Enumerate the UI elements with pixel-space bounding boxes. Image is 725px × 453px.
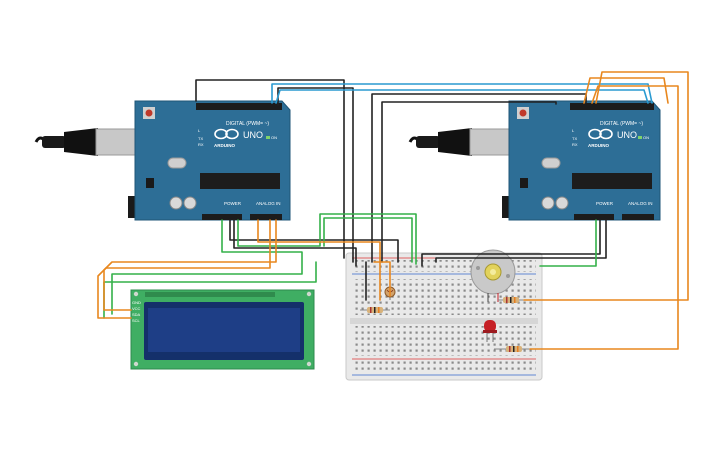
tx-label: TX — [572, 136, 577, 141]
lcd-pin-vcc: VCC — [132, 306, 141, 311]
wire-orange[interactable] — [583, 77, 669, 104]
analog-header — [622, 214, 654, 220]
analog-label: ANALOG IN — [256, 201, 281, 206]
arduino-logo-icon — [214, 128, 239, 140]
rx-label: RX — [198, 142, 204, 147]
capacitor-icon — [169, 196, 183, 210]
l-led-label: L — [572, 128, 575, 133]
capacitor-icon — [555, 196, 569, 210]
wire-orange[interactable] — [529, 85, 679, 350]
on-led — [266, 136, 270, 139]
wire-green[interactable] — [111, 219, 303, 315]
wire-black[interactable] — [435, 219, 607, 263]
wire-black[interactable] — [195, 79, 345, 259]
resistor-3[interactable] — [494, 346, 530, 352]
wire-black[interactable] — [371, 93, 587, 263]
wire-orange[interactable] — [373, 261, 391, 297]
usb-plug — [416, 136, 440, 148]
lcd-module[interactable]: GND VCC SDA SCL — [130, 289, 315, 370]
wire-blue[interactable] — [275, 89, 649, 104]
wire-black[interactable] — [229, 219, 399, 263]
power-header — [202, 214, 242, 220]
usb-plug — [42, 136, 66, 148]
rx-label: RX — [572, 142, 578, 147]
capacitor-icon — [541, 196, 555, 210]
wire-blue[interactable] — [271, 83, 653, 104]
microcontroller-chip — [572, 173, 652, 189]
tx-label: TX — [198, 136, 203, 141]
l-led-label: L — [198, 128, 201, 133]
wires — [97, 71, 689, 350]
reset-button[interactable] — [519, 109, 527, 117]
digital-header — [570, 103, 654, 110]
lcd-pin-scl: SCL — [132, 318, 141, 323]
digital-header — [196, 103, 282, 110]
analog-label: ANALOG IN — [628, 201, 653, 206]
led-red[interactable] — [483, 320, 497, 342]
capacitor-icon — [183, 196, 197, 210]
usb-connector-icon — [469, 128, 515, 156]
power-label: POWER — [224, 201, 242, 206]
lcd-pin-sda: SDA — [132, 312, 141, 317]
wire-orange[interactable] — [257, 219, 381, 301]
microcontroller-chip — [200, 173, 280, 189]
power-header — [574, 214, 614, 220]
model-label: UNO — [617, 130, 637, 140]
on-label: ON — [271, 135, 277, 140]
crystal-icon — [541, 157, 561, 169]
wire-black[interactable] — [381, 101, 557, 263]
power-label: POWER — [596, 201, 614, 206]
reset-button[interactable] — [145, 109, 153, 117]
wire-green[interactable] — [323, 217, 413, 263]
dc-motor[interactable] — [470, 249, 516, 302]
wire-orange[interactable] — [97, 219, 271, 319]
resistor-2[interactable] — [498, 297, 525, 303]
wire-orange[interactable] — [523, 71, 689, 301]
wire-black[interactable] — [421, 219, 601, 267]
on-label: ON — [643, 135, 649, 140]
model-label: UNO — [243, 130, 263, 140]
crystal-icon — [167, 157, 187, 169]
wire-orange[interactable] — [103, 219, 277, 311]
digital-label: DIGITAL (PWM= ~) — [226, 121, 269, 127]
usb-connector-icon — [95, 128, 141, 156]
arduino-logo-icon — [588, 128, 613, 140]
arduino-uno-left[interactable]: DIGITAL (PWM= ~) UNO ARDUINO L TX RX ON … — [34, 100, 291, 221]
analog-header — [250, 214, 282, 220]
arduino-uno-right[interactable]: DIGITAL (PWM= ~) UNO ARDUINO L TX RX ON … — [408, 100, 661, 221]
on-led — [638, 136, 642, 139]
logo-text: ARDUINO — [588, 143, 609, 148]
lcd-pin-gnd: GND — [132, 300, 141, 305]
wire-green[interactable] — [539, 219, 597, 267]
wire-black[interactable] — [233, 219, 357, 267]
digital-label: DIGITAL (PWM= ~) — [600, 121, 643, 127]
lcd-screen — [148, 308, 300, 352]
resistor-1[interactable] — [360, 307, 390, 313]
wire-green[interactable] — [237, 213, 417, 265]
logo-text: ARDUINO — [214, 143, 235, 148]
lcd-header-pins — [145, 292, 275, 297]
